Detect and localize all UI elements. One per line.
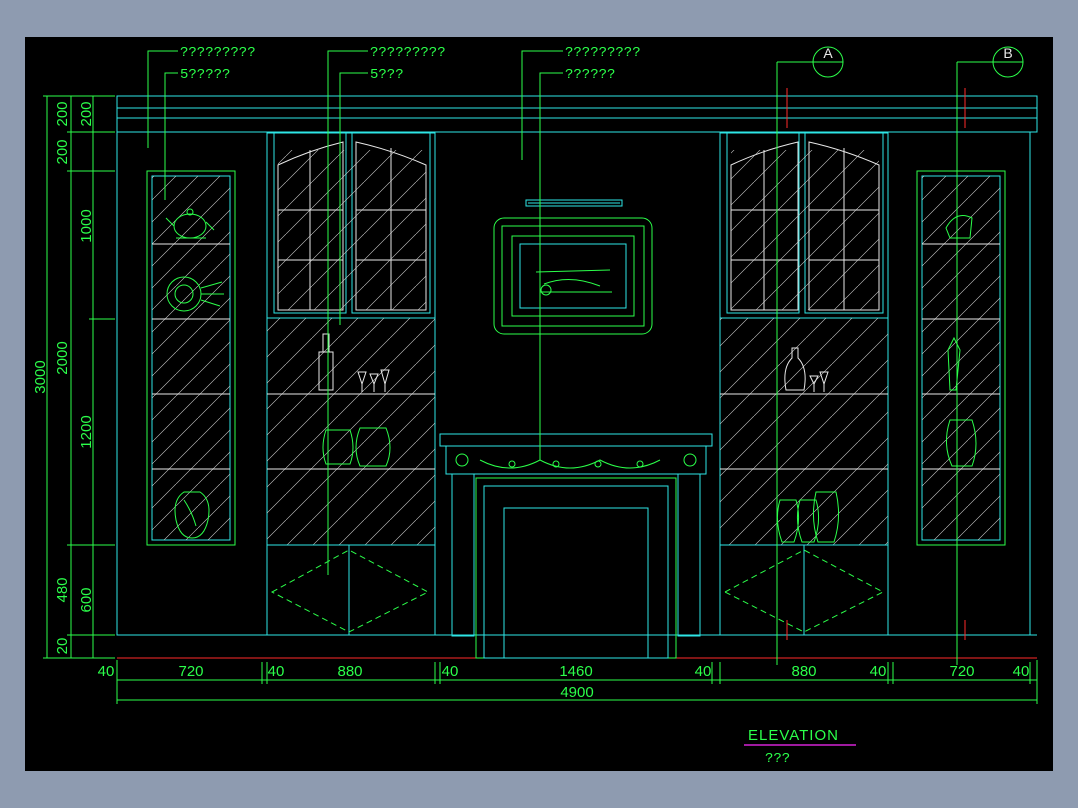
vases-group [776,491,840,543]
wine-glasses [357,369,390,392]
leader-label-mid-1: ????????? [370,45,446,61]
dim-h-1: 720 [178,663,203,680]
horizontal-dimensions [116,660,1038,704]
leader-label-left-2: 5????? [180,67,230,83]
sun-face-ornament [166,276,224,312]
vertical-dimensions [43,95,115,659]
left-lower-cupboard [266,544,436,636]
dim-v-4: 2000 [54,341,71,374]
section-marker-b-label: B [1003,45,1012,61]
leader-label-center-1: ????????? [565,45,641,61]
dim-v-8: 20 [54,638,71,655]
dim-h-0: 40 [98,663,115,680]
section-cuts [776,61,993,665]
fireplace [439,433,713,659]
dim-v-5: 1200 [78,415,95,448]
dim-v-7: 600 [78,587,95,612]
right-display-cabinet [916,170,1006,546]
right-glazed-cabinet [719,132,889,319]
leader-label-mid-2: 5??? [370,67,404,83]
dim-total-width: 4900 [560,684,593,701]
leader-lines [147,50,563,575]
wine-bottle [318,333,334,391]
picture-frame [493,199,653,335]
dim-v-2: 200 [54,139,71,164]
dim-v-6: 480 [54,577,71,602]
dim-h-7: 880 [791,663,816,680]
dim-h-9: 720 [949,663,974,680]
dim-v-outer: 3000 [32,360,49,393]
section-marker-a: A [812,45,844,78]
left-glazed-cabinet [266,132,436,319]
dim-h-2: 40 [268,663,285,680]
dim-h-4: 40 [442,663,459,680]
dim-v-3: 1000 [78,209,95,242]
dim-h-8: 40 [870,663,887,680]
drawing-title: ELEVATION [748,727,839,744]
wall-outline [116,131,1031,636]
dim-v-1: 200 [78,101,95,126]
vases-pair [322,427,391,467]
dim-v-0: 200 [54,101,71,126]
left-display-cabinet [146,170,236,546]
dim-h-5: 1460 [559,663,592,680]
drawing-subtitle: ??? [765,751,790,767]
dim-h-6: 40 [695,663,712,680]
left-open-shelves [266,317,436,546]
vase-ornament [174,491,210,539]
dim-h-3: 880 [337,663,362,680]
section-marker-b: B [992,45,1024,78]
dim-h-10: 40 [1013,663,1030,680]
leader-label-center-2: ?????? [565,67,615,83]
leader-label-left-1: ????????? [180,45,256,61]
teapot-ornament [165,208,215,239]
cornice [116,95,1038,133]
right-lower-cupboard [719,544,889,636]
decanter [784,347,829,392]
right-open-shelves [719,317,889,546]
section-marker-a-label: A [823,45,833,61]
